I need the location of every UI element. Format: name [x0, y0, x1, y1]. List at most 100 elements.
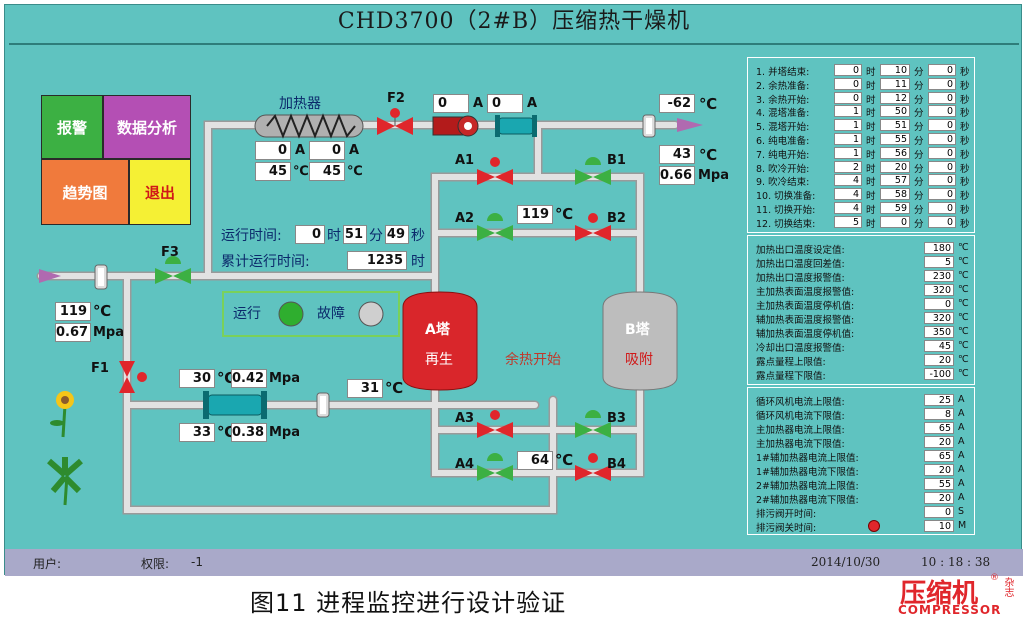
schedule-hours-unit: 时	[866, 205, 876, 216]
setpoint-row-label: 辅加热表面温度停机值:	[756, 329, 855, 340]
schedule-minutes-unit: 分	[914, 94, 924, 106]
status-lamp-frame	[222, 291, 400, 337]
inlet-pressure: 0.67	[55, 323, 91, 342]
schedule-minutes: 10	[880, 64, 910, 76]
exit-button[interactable]: 退出	[129, 159, 191, 225]
schedule-minutes-unit: 分	[914, 218, 924, 230]
valve-f3-icon	[155, 256, 191, 284]
schedule-minutes-unit: 分	[914, 191, 924, 203]
schedule-hours: 4	[834, 188, 862, 201]
filter-outlet-icon	[642, 114, 656, 138]
schedule-row-label: 11. 切换开始:	[756, 205, 816, 216]
cooler-filter-temp: 31	[347, 379, 383, 398]
limit-row-label: 主加热器电流上限值:	[756, 425, 845, 436]
setpoint-row-value[interactable]: 20	[924, 354, 954, 366]
schedule-seconds-unit: 秒	[960, 149, 970, 161]
limit-row-value[interactable]: 0	[924, 506, 954, 518]
setpoint-row-value[interactable]: 5	[924, 256, 954, 268]
schedule-minutes: 51	[880, 119, 910, 132]
limit-row-unit: A	[958, 408, 965, 419]
schedule-row-label: 5. 混塔开始:	[756, 122, 810, 134]
user-label: 用户:	[33, 557, 62, 571]
limit-row-label: 1#辅加热器电流上限值:	[756, 453, 859, 464]
setpoint-row-value[interactable]: 320	[924, 284, 954, 296]
limit-row-value[interactable]: 55	[924, 478, 954, 490]
permission-label: 权限:	[141, 557, 170, 571]
valve-b3-icon	[575, 410, 611, 438]
status-time: 10 : 18 : 38	[921, 555, 991, 569]
schedule-seconds: 0	[928, 160, 956, 173]
schedule-row-label: 4. 混塔准备:	[756, 108, 810, 120]
alarm-button[interactable]: 报警	[41, 95, 103, 159]
schedule-row-label: 8. 吹冷开始:	[756, 163, 810, 175]
setpoint-row-value[interactable]: 320	[924, 312, 954, 324]
inlet-temp: 119	[55, 302, 91, 321]
schedule-seconds-unit: 秒	[960, 67, 970, 78]
limit-row-value[interactable]: 20	[924, 464, 954, 476]
schedule-hours: 1	[834, 105, 862, 118]
schedule-minutes-unit: 分	[914, 149, 924, 161]
blowdown-lamp-icon	[868, 520, 880, 532]
setpoint-row-value[interactable]: 350	[924, 326, 954, 338]
heater-current-unit-1: A	[295, 143, 306, 158]
valve-a3-icon	[477, 410, 513, 438]
trend-button[interactable]: 趋势图	[41, 159, 129, 225]
limit-row-value[interactable]: 20	[924, 436, 954, 448]
limit-row-value[interactable]: 65	[924, 450, 954, 462]
schedule-hours-unit: 时	[866, 108, 876, 120]
schedule-minutes-unit: 分	[914, 136, 924, 147]
heater-current-1: 0	[255, 141, 291, 160]
runtime-hours-unit: 时	[327, 228, 341, 244]
blower-unit-1: A	[473, 96, 484, 111]
limit-row-value[interactable]: 20	[924, 492, 954, 504]
schedule-seconds-unit: 秒	[960, 122, 970, 134]
schedule-minutes: 56	[880, 146, 910, 159]
valve-b3-label: B3	[607, 411, 626, 426]
setpoint-row-unit: ℃	[958, 242, 969, 253]
limit-row-value[interactable]: 65	[924, 422, 954, 434]
schedule-minutes: 59	[880, 202, 910, 214]
valve-a2-label: A2	[455, 211, 475, 226]
valve-b4-icon	[575, 453, 611, 481]
setpoint-row-value[interactable]: 230	[924, 270, 954, 282]
plant-icon	[47, 457, 83, 506]
cooler-inlet-pressure: 0.42	[231, 369, 267, 388]
limit-row-unit: A	[958, 492, 965, 503]
setpoint-row-value[interactable]: 180	[924, 242, 954, 254]
schedule-minutes-unit: 分	[914, 80, 924, 92]
schedule-hours-unit: 时	[866, 94, 876, 106]
setpoint-row-value[interactable]: 45	[924, 340, 954, 352]
data-analysis-button[interactable]: 数据分析	[103, 95, 191, 159]
brand-reg: ®	[990, 573, 999, 583]
setpoint-row-value[interactable]: 0	[924, 298, 954, 310]
limit-row-value[interactable]: 10	[924, 520, 954, 532]
heater-current-2: 0	[309, 141, 345, 160]
schedule-minutes-unit: 分	[914, 67, 924, 78]
limit-row-value[interactable]: 8	[924, 408, 954, 420]
schedule-minutes-unit: 分	[914, 163, 924, 175]
limit-row-value[interactable]: 25	[924, 394, 954, 406]
regen-temp-unit: ℃	[555, 205, 574, 223]
schedule-seconds: 0	[928, 146, 956, 159]
schedule-hours: 0	[834, 77, 862, 90]
total-runtime-label: 累计运行时间:	[221, 254, 310, 270]
schedule-seconds-unit: 秒	[960, 94, 970, 106]
inlet-arrow-icon	[39, 269, 61, 283]
outlet-dewpoint: -62	[659, 94, 695, 113]
limit-row-unit: A	[958, 436, 965, 447]
setpoint-row-label: 加热出口温度报警值:	[756, 273, 845, 284]
blower-unit-2: A	[527, 96, 538, 111]
outlet-temp: 43	[659, 145, 695, 164]
schedule-hours-unit: 时	[866, 136, 876, 147]
limit-row-label: 排污阀关时间:	[756, 523, 817, 534]
blower-icon	[432, 115, 479, 137]
schedule-minutes: 58	[880, 188, 910, 201]
setpoint-row-value[interactable]: -100	[924, 368, 954, 380]
valve-a3-label: A3	[455, 411, 475, 426]
setpoint-row-label: 加热出口温度回差值:	[756, 259, 845, 270]
schedule-row-label: 3. 余热开始:	[756, 94, 810, 106]
setpoint-row-unit: ℃	[958, 326, 969, 337]
heater-current-unit-2: A	[349, 143, 360, 158]
schedule-hours: 4	[834, 202, 862, 214]
